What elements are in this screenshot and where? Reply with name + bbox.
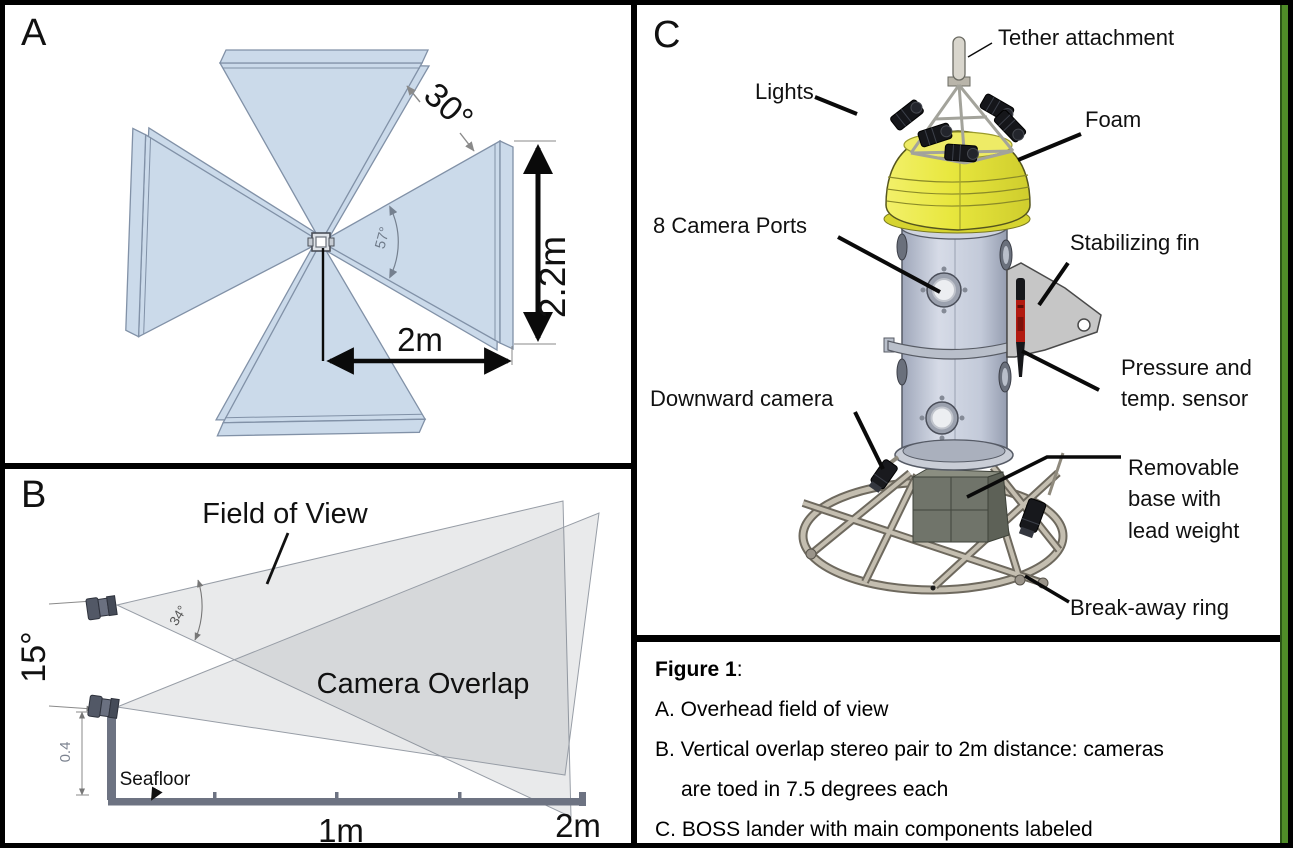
front-camera-port-lower — [919, 395, 965, 441]
side-camera-ports — [896, 233, 1013, 393]
camera-ports-leader — [837, 235, 941, 294]
camera-mount-pole — [107, 712, 116, 800]
base-label-line2: base with — [1128, 486, 1221, 511]
caption-line-a: A. Overhead field of view — [655, 698, 889, 721]
stereo-view-cones — [115, 500, 600, 818]
lights-label: Lights — [755, 79, 814, 104]
fin-leader — [1037, 261, 1070, 307]
stabilizing-fin — [1006, 262, 1102, 358]
height-dimension: 2.2m — [514, 140, 573, 345]
seafloor-label: Seafloor — [120, 769, 191, 790]
caption-title: Figure 1 — [655, 658, 737, 681]
base-label-line3: lead weight — [1128, 518, 1239, 543]
figure-caption: Figure 1: A. Overhead field of view B. V… — [637, 642, 1288, 843]
distance-1m-label: 1m — [318, 812, 364, 848]
green-screen-edge — [1280, 5, 1288, 843]
fov-angle-label: 57° — [373, 225, 394, 250]
caption-line-b1: B. Vertical overlap stereo pair to 2m di… — [655, 738, 1164, 761]
pressure-label-line1: Pressure and — [1121, 355, 1252, 380]
base-label-line1: Removable — [1128, 455, 1239, 480]
lower-camera-cone — [115, 512, 600, 776]
panel-b-letter: B — [21, 474, 46, 516]
upper-camera-icon — [85, 595, 118, 621]
lander-body — [883, 214, 1027, 471]
seafloor-bar — [108, 792, 586, 806]
fov-angle-annotation: 57° — [373, 205, 399, 279]
radius-dim-label: 2m — [397, 321, 443, 358]
upper-camera-cone — [115, 500, 572, 818]
vertical-divider — [631, 5, 637, 843]
pressure-temp-sensor — [1016, 278, 1025, 377]
gap-angle-label: 30° — [417, 76, 481, 139]
tether-label: Tether attachment — [998, 25, 1174, 50]
break-away-leader — [1024, 574, 1070, 604]
downward-camera-left — [868, 455, 900, 493]
field-of-view-label: Field of View — [202, 498, 369, 530]
down-camera-leader — [853, 411, 885, 470]
pressure-sensor-leader — [1021, 349, 1100, 392]
radius-dimension: 2m — [321, 248, 513, 375]
seafloor-leader — [151, 786, 163, 801]
tether-post — [947, 36, 971, 87]
caption-line-c: C. BOSS lander with main components labe… — [655, 818, 1093, 841]
gap-angle-annotation: 30° — [406, 76, 481, 152]
pressure-label-line2: temp. sensor — [1121, 386, 1248, 411]
left-horizontal-divider — [5, 463, 637, 469]
lead-weight-base — [911, 468, 1010, 543]
panel-c-letter: C — [653, 14, 680, 56]
lander-center-icon — [307, 232, 335, 252]
foam-label: Foam — [1085, 107, 1141, 132]
removable-base-leader — [966, 455, 1121, 499]
label-leaders — [814, 42, 1121, 604]
downward-camera-right — [1018, 452, 1065, 539]
caption-title-line: Figure 1: — [655, 650, 1288, 690]
panel-b-stereo-overlap: B Field of View Camera Overlap 34° 15° 0… — [15, 474, 601, 848]
lights-leader — [814, 95, 858, 116]
panel-a-letter: A — [21, 12, 47, 54]
camera-height-label: 0.4 — [57, 742, 74, 763]
down-camera-label: Downward camera — [650, 386, 834, 411]
panel-a-overhead-fov: A 57° 30° 2.2m — [21, 12, 573, 437]
lights-cluster — [890, 93, 1027, 163]
foam-leader — [1017, 132, 1082, 162]
fin-label: Stabilizing fin — [1070, 230, 1200, 255]
camera-ports-label: 8 Camera Ports — [653, 213, 807, 238]
caption-line-b2: are toed in 7.5 degrees each — [681, 778, 949, 801]
camera-overlap-label: Camera Overlap — [317, 668, 530, 700]
height-dim-label: 2.2m — [532, 236, 573, 318]
caption-top-divider — [631, 635, 1288, 642]
toe-angle-annotation: 15° — [15, 598, 94, 712]
lower-camera-icon — [87, 694, 120, 719]
caption-title-colon: : — [736, 658, 743, 681]
toe-angle-label: 15° — [15, 631, 53, 682]
panel-c-boss-lander: C — [650, 14, 1252, 620]
distance-2m-label: 2m — [555, 807, 601, 844]
break-away-label: Break-away ring — [1070, 595, 1229, 620]
tether-leader — [967, 42, 993, 58]
camera-height-dimension: 0.4 — [57, 711, 89, 796]
field-of-view-leader — [265, 532, 290, 585]
front-camera-port-upper — [920, 266, 968, 314]
